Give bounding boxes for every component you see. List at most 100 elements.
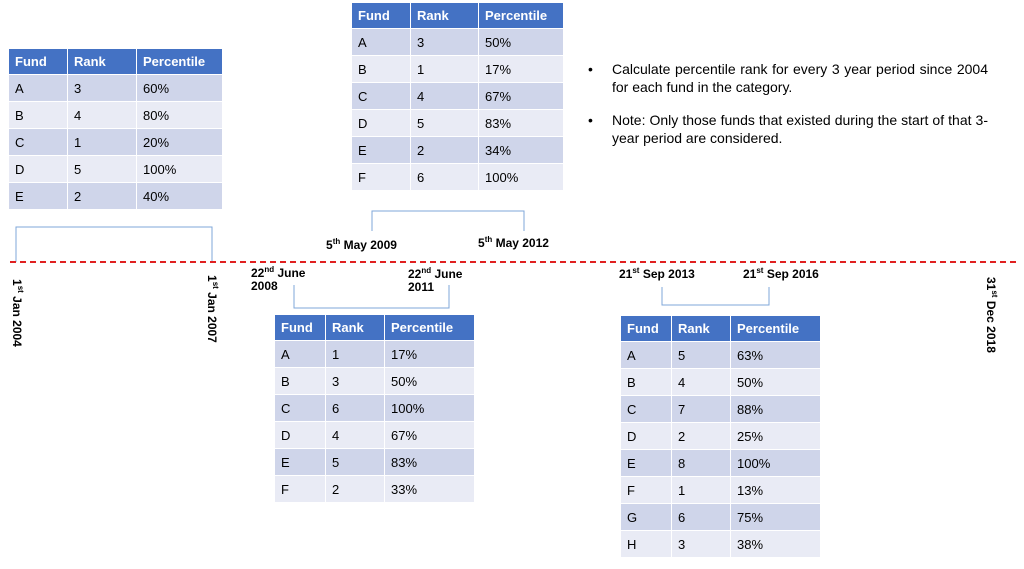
cell-fund: A	[275, 340, 326, 368]
header-percentile: Percentile	[478, 3, 564, 29]
cell-percentile: 50%	[478, 28, 564, 56]
cell-rank: 2	[325, 475, 385, 502]
header-fund: Fund	[275, 315, 326, 341]
cell-fund: D	[352, 109, 411, 137]
table-header-row: Fund Rank Percentile	[621, 316, 821, 342]
note-item: •Note: Only those funds that existed dur…	[588, 112, 988, 146]
cell-rank: 3	[67, 74, 137, 102]
header-rank: Rank	[325, 315, 385, 341]
bracket-2013-2016	[661, 287, 770, 306]
cell-rank: 1	[410, 55, 479, 83]
cell-percentile: 67%	[478, 82, 564, 110]
cell-percentile: 50%	[730, 368, 821, 396]
table-header-row: Fund Rank Percentile	[352, 3, 564, 29]
cell-rank: 5	[410, 109, 479, 137]
cell-fund: D	[621, 422, 672, 450]
cell-rank: 6	[325, 394, 385, 422]
cell-fund: A	[621, 341, 672, 369]
cell-fund: G	[621, 503, 672, 531]
cell-rank: 2	[671, 422, 731, 450]
cell-percentile: 83%	[478, 109, 564, 137]
date-label-june-2011: 22nd June 2011	[408, 266, 463, 294]
cell-rank: 1	[325, 340, 385, 368]
cell-percentile: 20%	[136, 128, 223, 156]
cell-percentile: 34%	[478, 136, 564, 164]
table-header-row: Fund Rank Percentile	[9, 49, 223, 75]
header-percentile: Percentile	[730, 316, 821, 342]
cell-percentile: 60%	[136, 74, 223, 102]
date-label-may-2009: 5th May 2009	[326, 237, 397, 252]
date-label-june-2008: 22nd June 2008	[251, 265, 306, 293]
cell-percentile: 80%	[136, 101, 223, 129]
cell-rank: 1	[67, 128, 137, 156]
cell-rank: 3	[410, 28, 479, 56]
cell-rank: 4	[67, 101, 137, 129]
cell-fund: F	[621, 476, 672, 504]
date-label-may-2012: 5th May 2012	[478, 235, 549, 250]
cell-rank: 2	[67, 182, 137, 209]
date-label-jan-2004: 1st Jan 2004	[10, 279, 25, 347]
cell-fund: E	[352, 136, 411, 164]
cell-fund: C	[352, 82, 411, 110]
cell-percentile: 50%	[384, 367, 475, 395]
header-rank: Rank	[671, 316, 731, 342]
cell-percentile: 100%	[384, 394, 475, 422]
header-percentile: Percentile	[136, 49, 223, 75]
cell-fund: E	[275, 448, 326, 476]
note-item: •Calculate percentile rank for every 3 y…	[588, 61, 988, 95]
cell-percentile: 17%	[478, 55, 564, 83]
bullet-icon: •	[588, 112, 593, 128]
bracket-2004-2007	[15, 226, 213, 262]
cell-percentile: 63%	[730, 341, 821, 369]
cell-rank: 4	[325, 421, 385, 449]
cell-percentile: 100%	[730, 449, 821, 477]
cell-fund: D	[275, 421, 326, 449]
cell-fund: D	[9, 155, 68, 183]
cell-fund: E	[9, 182, 68, 209]
cell-fund: C	[275, 394, 326, 422]
cell-percentile: 33%	[384, 475, 475, 502]
cell-rank: 7	[671, 395, 731, 423]
cell-percentile: 25%	[730, 422, 821, 450]
cell-fund: C	[9, 128, 68, 156]
cell-rank: 5	[671, 341, 731, 369]
cell-percentile: 83%	[384, 448, 475, 476]
cell-fund: F	[352, 163, 411, 190]
bullet-icon: •	[588, 61, 593, 77]
cell-fund: B	[9, 101, 68, 129]
cell-fund: E	[621, 449, 672, 477]
cell-rank: 5	[325, 448, 385, 476]
cell-percentile: 100%	[136, 155, 223, 183]
bracket-2009-2012	[371, 210, 525, 231]
cell-percentile: 17%	[384, 340, 475, 368]
date-label-jan-2007: 1st Jan 2007	[205, 275, 220, 343]
cell-fund: B	[621, 368, 672, 396]
header-fund: Fund	[621, 316, 672, 342]
cell-percentile: 13%	[730, 476, 821, 504]
cell-fund: C	[621, 395, 672, 423]
cell-percentile: 88%	[730, 395, 821, 423]
date-label-dec-2018: 31st Dec 2018	[984, 277, 999, 353]
